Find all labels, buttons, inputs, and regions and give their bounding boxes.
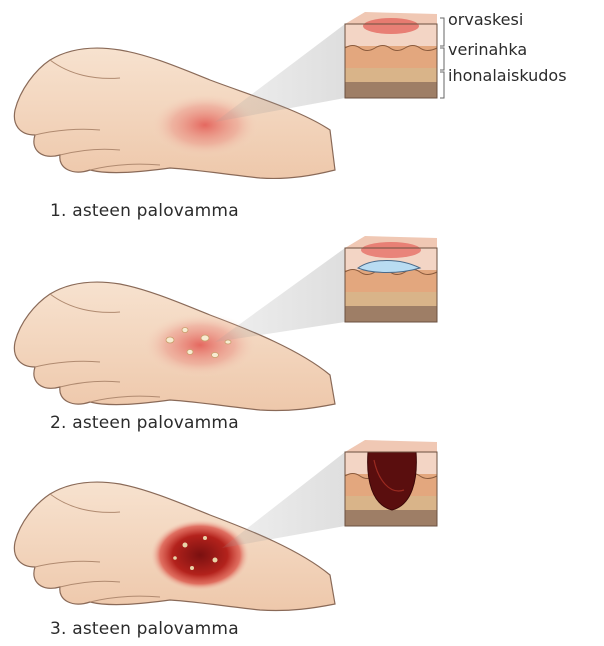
caption-first-degree: 1. asteen palovamma — [50, 201, 239, 221]
burn-area — [142, 313, 258, 377]
caption-third-degree: 3. asteen palovamma — [50, 619, 239, 639]
burn-area — [150, 519, 250, 591]
layer-bracket — [440, 18, 444, 98]
panel-first-degree — [14, 12, 444, 178]
layer-label-subcutis: ihonalaiskudos — [448, 66, 567, 85]
panel-second-degree — [14, 236, 437, 411]
hand-illustration — [14, 48, 335, 178]
layer-label-dermis: verinahka — [448, 40, 527, 59]
skin-cross-section-blister — [345, 236, 437, 322]
panel-third-degree — [14, 440, 437, 611]
skin-cross-section — [345, 12, 437, 98]
caption-second-degree: 2. asteen palovamma — [50, 413, 239, 433]
skin-cross-section-deep — [345, 440, 437, 526]
layer-label-epidermis: orvaskesi — [448, 10, 523, 29]
